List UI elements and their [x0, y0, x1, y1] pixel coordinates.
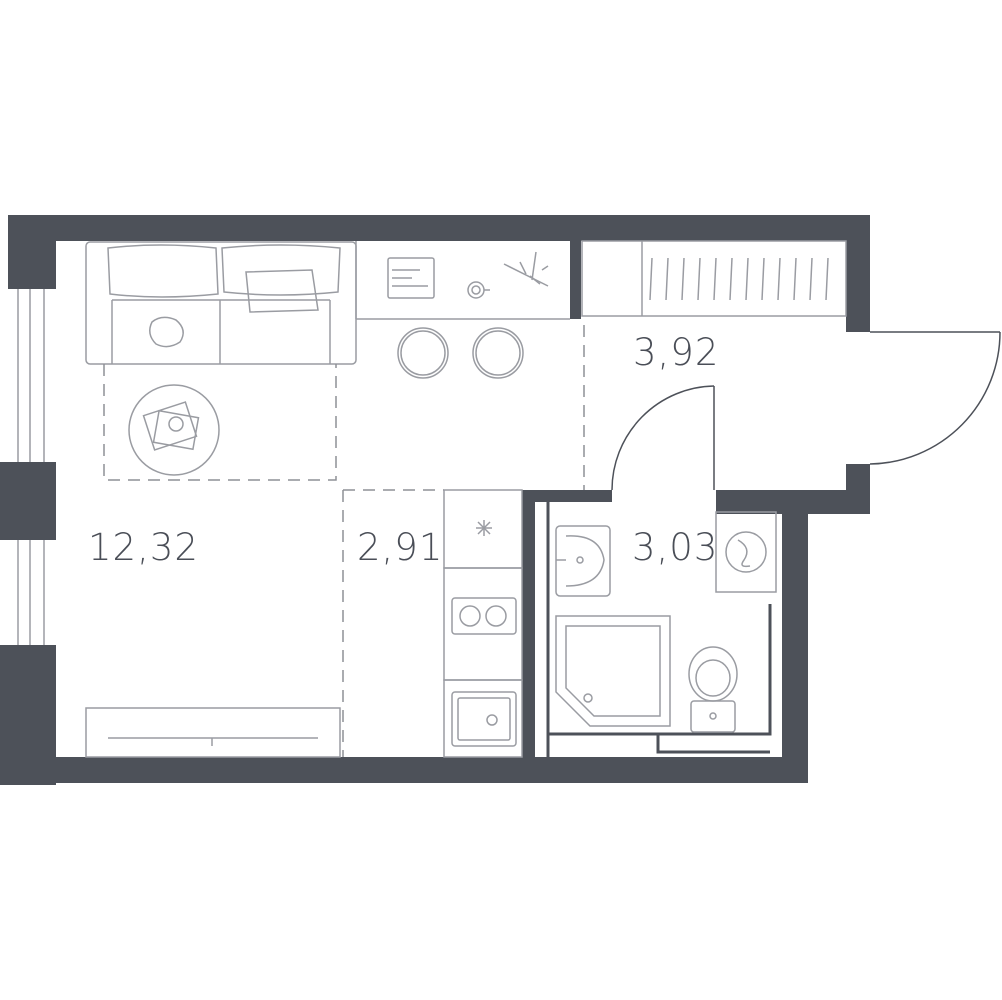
wall-bottom: [56, 757, 808, 783]
wall-bath-left: [522, 490, 535, 757]
wall-bath-top-right: [716, 490, 870, 514]
laptop-icon: [387, 257, 435, 299]
wall-top: [8, 215, 870, 241]
zone-dashes: [342, 325, 585, 757]
fridge-icon: [443, 489, 523, 569]
walls: [0, 215, 870, 785]
bathroom-door-icon: [611, 385, 715, 491]
wall-left-bottom: [0, 645, 56, 785]
room-area-living: 12,32: [88, 526, 199, 569]
room-area-bathroom: 3,03: [632, 526, 719, 569]
rug-icon: [103, 364, 337, 481]
room-area-hall: 3,92: [633, 331, 720, 374]
stool-icon: [397, 327, 524, 379]
plant-icon: [503, 251, 549, 287]
sofa-icon: [85, 241, 357, 365]
wall-right-upper: [846, 215, 870, 332]
wall-right-bath: [782, 490, 808, 783]
wall-left-top: [8, 215, 56, 289]
bath-niche: [656, 734, 770, 754]
entry-door-icon: [869, 331, 1001, 465]
cup-icon: [467, 281, 490, 299]
wall-partition-hall: [570, 241, 581, 319]
toilet-icon: [688, 646, 738, 733]
tv-stand-icon: [85, 707, 341, 758]
wardrobe-icon: [581, 240, 847, 317]
room-area-kitchen: 2,91: [357, 526, 444, 569]
washing-machine-icon: [715, 511, 777, 593]
wall-bath-top-left: [526, 490, 612, 502]
coffee-table-icon: [128, 384, 220, 476]
washbasin-icon: [555, 525, 611, 597]
wall-left-mid: [0, 462, 56, 540]
kitchen-sink-icon: [443, 679, 523, 758]
desk-icon: [355, 241, 570, 320]
shower-tray-icon: [555, 615, 671, 727]
window-icon: [17, 289, 45, 645]
cooktop-icon: [443, 567, 523, 681]
